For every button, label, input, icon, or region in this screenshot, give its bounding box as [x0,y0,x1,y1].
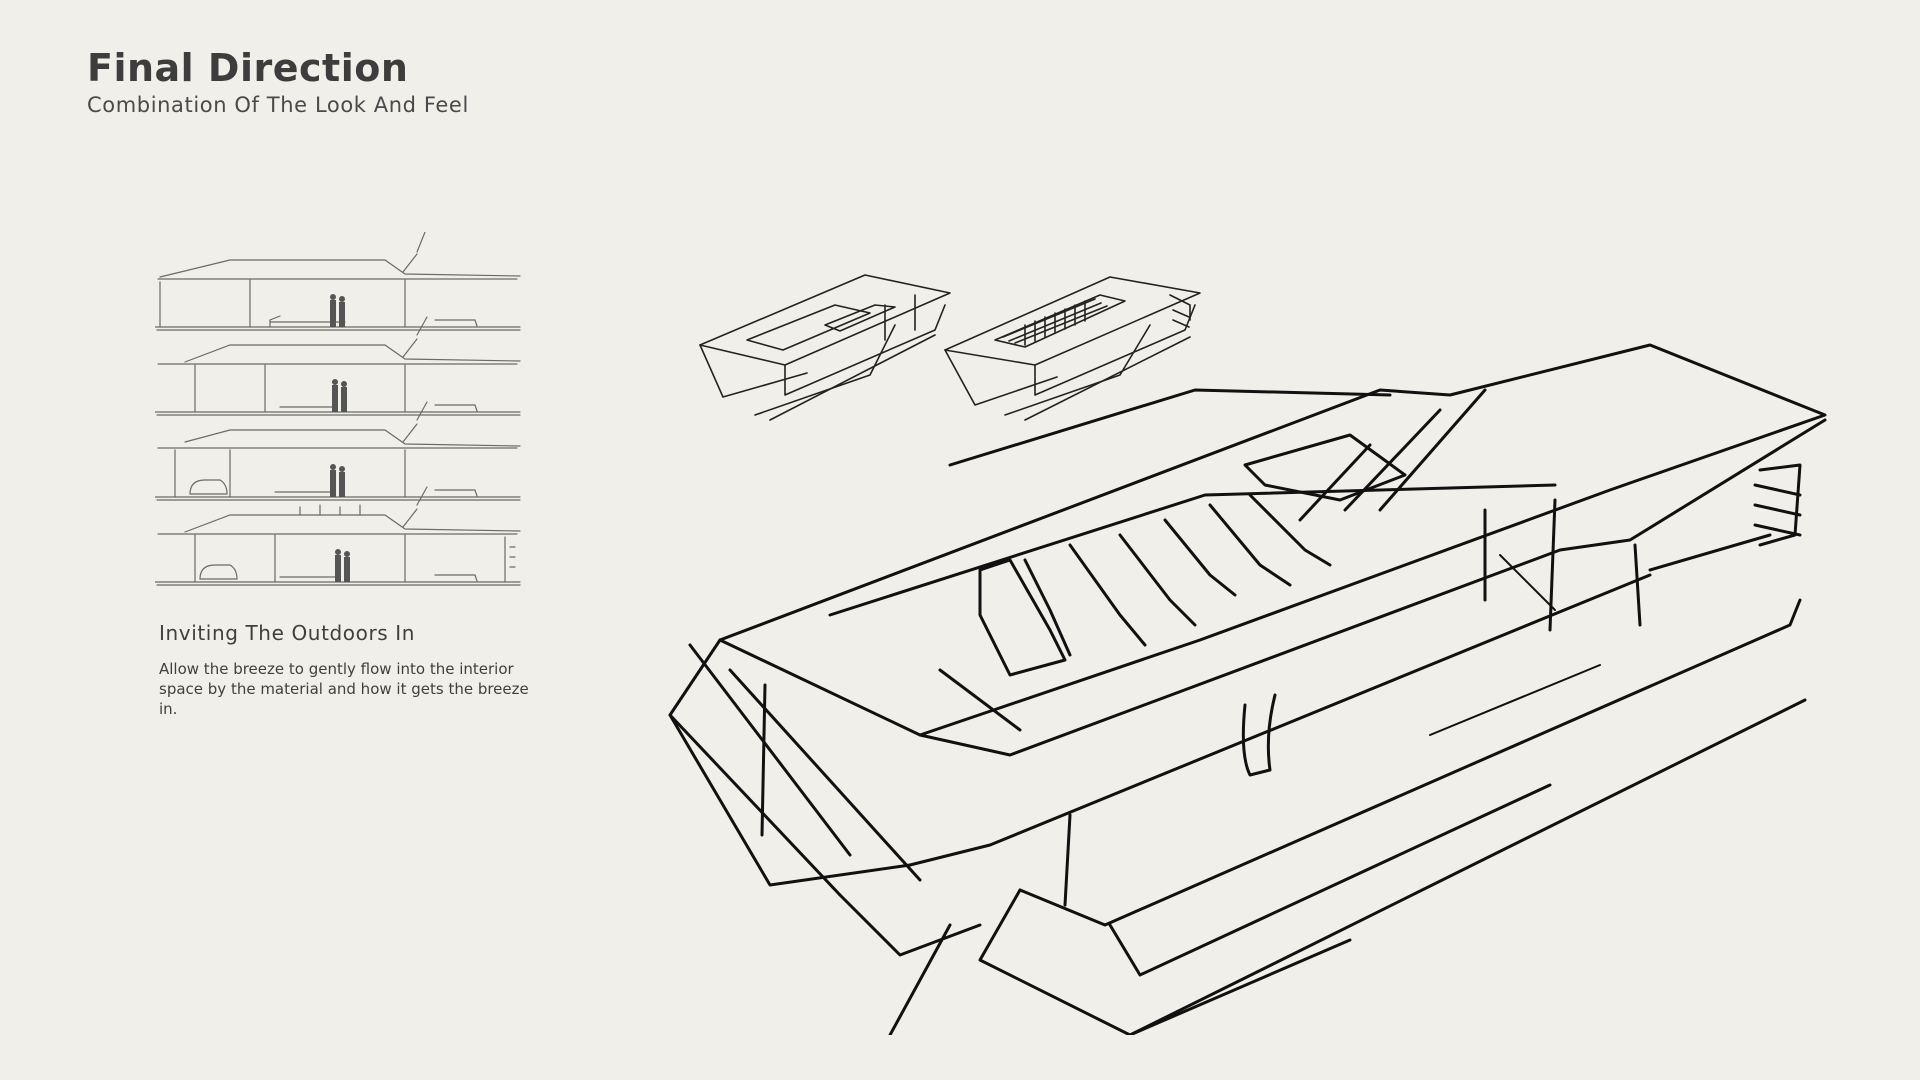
main-perspective-sketch [650,335,1840,1035]
section-sketch-3 [155,401,521,501]
section-sketches [155,232,525,612]
section-sketch-2 [155,316,521,416]
concept-model-sketches [695,265,1215,435]
section-sketch-1 [155,232,521,331]
section-heading: Inviting The Outdoors In [159,621,416,645]
section-sketch-4 [155,486,521,586]
concept-model-2 [944,276,1201,421]
concept-model-1 [699,274,951,421]
page-title: Final Direction [87,46,409,90]
page-subtitle: Combination Of The Look And Feel [87,93,469,117]
section-description: Allow the breeze to gently flow into the… [159,660,529,718]
